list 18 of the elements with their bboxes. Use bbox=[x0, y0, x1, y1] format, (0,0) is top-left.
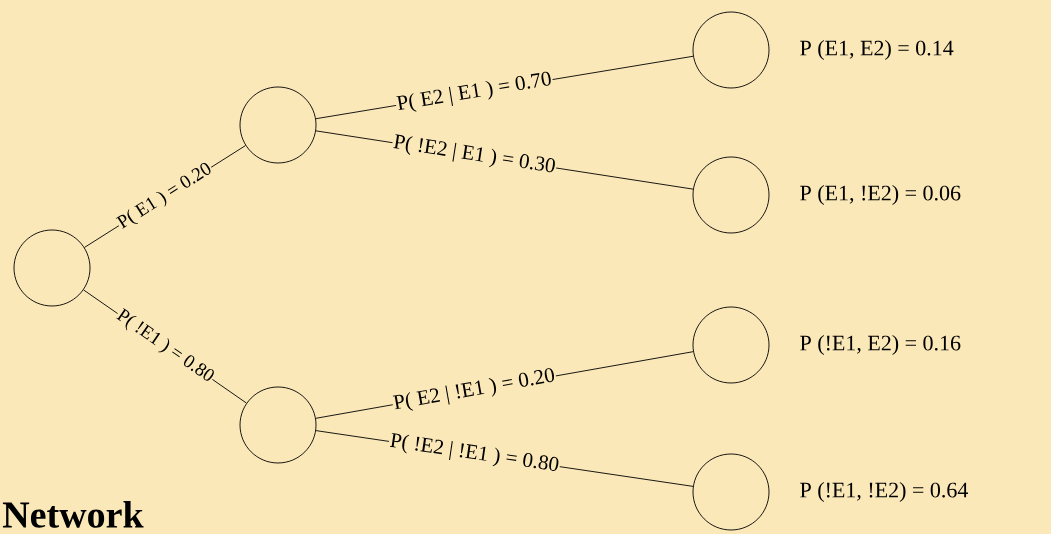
probability-label: P (!E1, E2) = 0.16 bbox=[800, 335, 961, 355]
heading-text: Network bbox=[2, 501, 144, 528]
edge-label: P( !E2 | !E1 ) = 0.80 bbox=[387, 430, 562, 478]
probability-label: P (!E1, !E2) = 0.64 bbox=[800, 482, 969, 502]
circle-node bbox=[692, 11, 770, 89]
circle-node bbox=[692, 453, 770, 531]
edge-label: P( E1 ) = 0.20 bbox=[113, 159, 217, 234]
edge-label: P( E2 | !E1 ) = 0.20 bbox=[390, 365, 558, 416]
probability-label: P (E1, E2) = 0.14 bbox=[800, 40, 954, 60]
circle-node bbox=[692, 156, 770, 234]
edge-label: P( !E1 ) = 0.80 bbox=[112, 305, 218, 388]
circle-node bbox=[13, 229, 91, 307]
edge-label: P( E2 | E1 ) = 0.70 bbox=[394, 69, 555, 116]
probability-label: P (E1, !E2) = 0.06 bbox=[800, 185, 961, 205]
circle-node bbox=[692, 306, 770, 384]
edge-label: P( !E2 | E1 ) = 0.30 bbox=[390, 132, 558, 179]
circle-node bbox=[239, 386, 317, 464]
circle-node bbox=[239, 86, 317, 164]
